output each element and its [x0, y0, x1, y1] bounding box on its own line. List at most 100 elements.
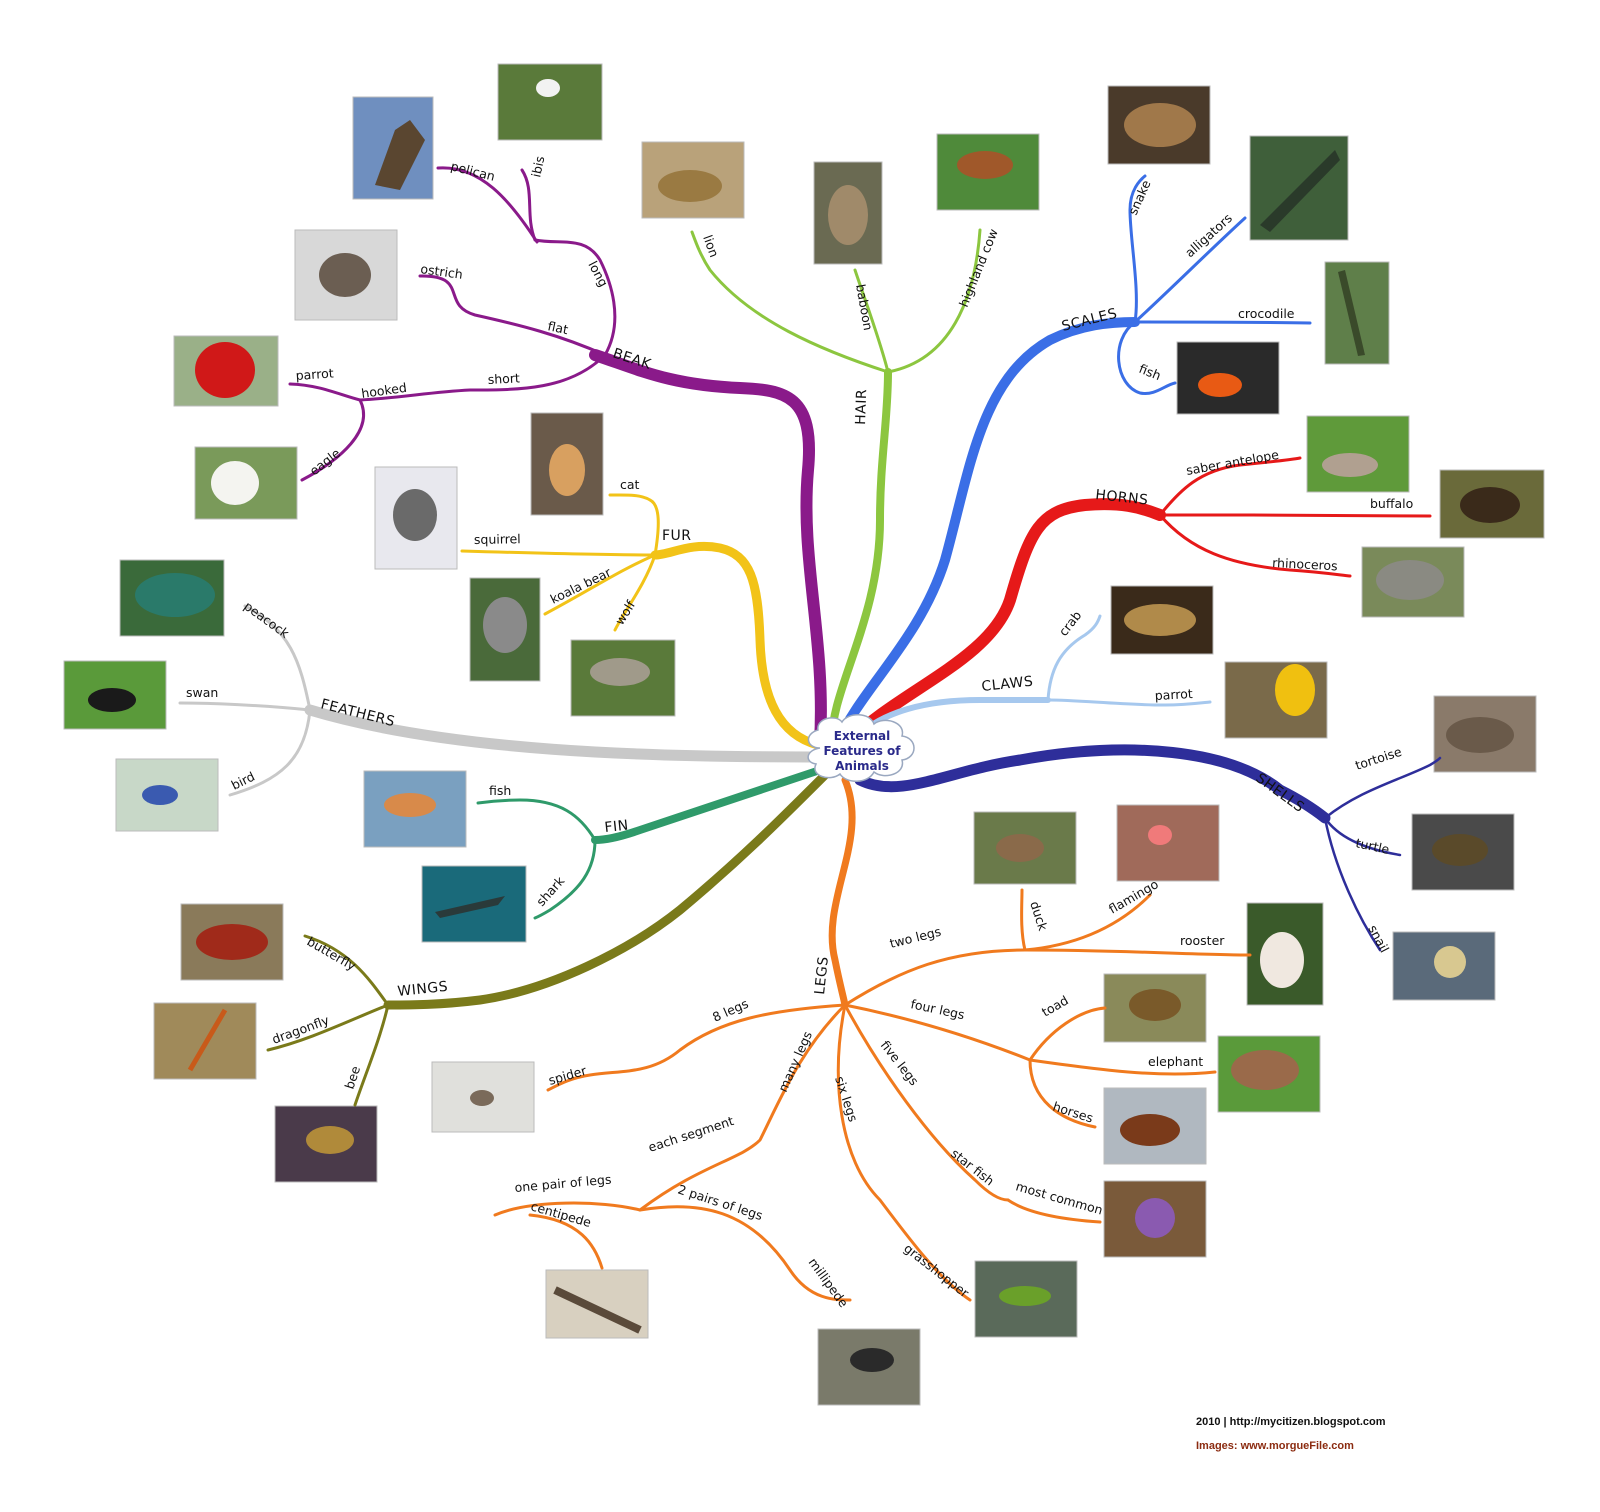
label-flat: flat	[546, 318, 569, 337]
label-swan: swan	[186, 685, 218, 700]
label-koala-bear: koala bear	[548, 564, 614, 607]
photo-duck	[973, 811, 1077, 885]
branch-legs	[493, 776, 1252, 1302]
photo-koala	[469, 577, 541, 682]
branch-fur	[460, 493, 823, 750]
label-four-legs: four legs	[909, 996, 966, 1022]
photo-horses	[1103, 1087, 1207, 1165]
photo-dragonfly	[153, 1002, 257, 1080]
label-each-segment: each segment	[646, 1113, 735, 1155]
label-ostrich: ostrich	[420, 261, 464, 282]
label-spider: spider	[547, 1063, 589, 1088]
label-rooster: rooster	[1180, 933, 1225, 948]
photo-snake	[1107, 85, 1211, 165]
label-bee: bee	[342, 1064, 364, 1091]
label-saber-antelope: saber antelope	[1185, 447, 1280, 478]
photo-bee	[274, 1105, 378, 1183]
label-one-pair: one pair of legs	[514, 1172, 612, 1195]
label-shark: shark	[533, 873, 568, 909]
photo-bird	[115, 758, 219, 832]
photo-eagle	[194, 446, 298, 520]
label-lion: lion	[700, 233, 722, 259]
center-title-line1: External	[834, 729, 890, 743]
label-two-legs: two legs	[888, 924, 942, 951]
photo-elephant	[1217, 1035, 1321, 1113]
photo-tortoise	[1433, 695, 1537, 773]
label-star-fish: star fish	[948, 1146, 997, 1189]
label-fur: FUR	[662, 528, 692, 544]
label-crocodile: crocodile	[1238, 306, 1295, 321]
label-parrot: parrot	[295, 365, 334, 383]
label-claws-parrot: parrot	[1154, 686, 1193, 703]
photo-goldfish	[363, 770, 467, 848]
label-wings: WINGS	[397, 979, 449, 1000]
photo-crab	[1110, 585, 1214, 655]
label-legs: LEGS	[812, 956, 832, 996]
branch-fin	[476, 766, 824, 920]
label-toad: toad	[1039, 993, 1071, 1020]
photo-lion	[641, 141, 745, 219]
branch-feathers	[178, 604, 816, 797]
label-peacock: peacock	[241, 598, 292, 641]
photo-buffalo	[1439, 469, 1545, 539]
photo-pelican	[352, 96, 434, 200]
label-six-legs: six legs	[832, 1074, 861, 1123]
label-many-legs: many legs	[775, 1029, 815, 1094]
photo-butterfly	[180, 903, 284, 981]
photo-rooster	[1246, 902, 1324, 1006]
photo-parrot	[173, 335, 279, 407]
photo-snail	[1392, 931, 1496, 1001]
photo-baboon	[813, 161, 883, 265]
credit-blog: 2010 | http://mycitizen.blogspot.com	[1196, 1416, 1386, 1428]
photo-saber-antelope	[1306, 415, 1410, 493]
branch-hair	[690, 228, 982, 746]
label-shells: SHELLS	[1253, 770, 1308, 816]
label-eagle: eagle	[307, 445, 344, 478]
photo-toad	[1103, 973, 1207, 1043]
label-scales-fish: fish	[1137, 361, 1163, 383]
credit-images: Images: www.morgueFile.com	[1196, 1440, 1354, 1452]
label-short: short	[487, 370, 520, 387]
photos	[63, 63, 1545, 1406]
label-hooked: hooked	[360, 380, 407, 401]
label-grasshopper: grasshopper	[901, 1241, 972, 1301]
photo-grasshopper	[974, 1260, 1078, 1338]
branch-shells	[854, 744, 1442, 952]
photo-shark	[421, 865, 527, 943]
branch-horns	[842, 456, 1432, 748]
photo-parrot-claws	[1224, 661, 1328, 739]
label-baboon: baboon	[853, 283, 876, 332]
label-pelican: pelican	[449, 158, 496, 183]
photo-millipede	[817, 1328, 921, 1406]
label-snail: snail	[1365, 922, 1392, 955]
photo-starfish	[1103, 1180, 1207, 1258]
label-buffalo: buffalo	[1370, 496, 1413, 511]
photo-cat	[530, 412, 604, 516]
label-duck: duck	[1027, 899, 1051, 933]
photo-peacock	[119, 559, 225, 637]
label-snake: snake	[1125, 177, 1154, 217]
center-title-line2: Features of	[823, 744, 901, 758]
label-tortoise: tortoise	[1353, 744, 1403, 773]
photo-flamingo	[1116, 804, 1220, 882]
photo-swan	[63, 660, 167, 730]
label-most-common: most common	[1014, 1178, 1104, 1217]
photo-ostrich	[294, 229, 398, 321]
photo-highland-cow	[936, 133, 1040, 211]
label-millipede: millipede	[806, 1255, 852, 1310]
center-node: External Features of Animals	[807, 714, 915, 782]
photo-squirrel	[374, 466, 458, 570]
label-turtle: turtle	[1354, 835, 1391, 857]
photo-centipede	[545, 1269, 649, 1339]
label-elephant: elephant	[1148, 1054, 1203, 1069]
label-butterfly: butterfly	[305, 934, 360, 974]
photo-spider	[431, 1061, 535, 1133]
label-horns: HORNS	[1095, 487, 1150, 508]
label-wolf: wolf	[612, 597, 639, 627]
label-squirrel: squirrel	[474, 531, 521, 547]
photo-rhinoceros	[1361, 546, 1465, 618]
photo-alligator	[1249, 135, 1349, 241]
label-five-legs: five legs	[878, 1038, 922, 1089]
photo-wolf	[570, 639, 676, 717]
